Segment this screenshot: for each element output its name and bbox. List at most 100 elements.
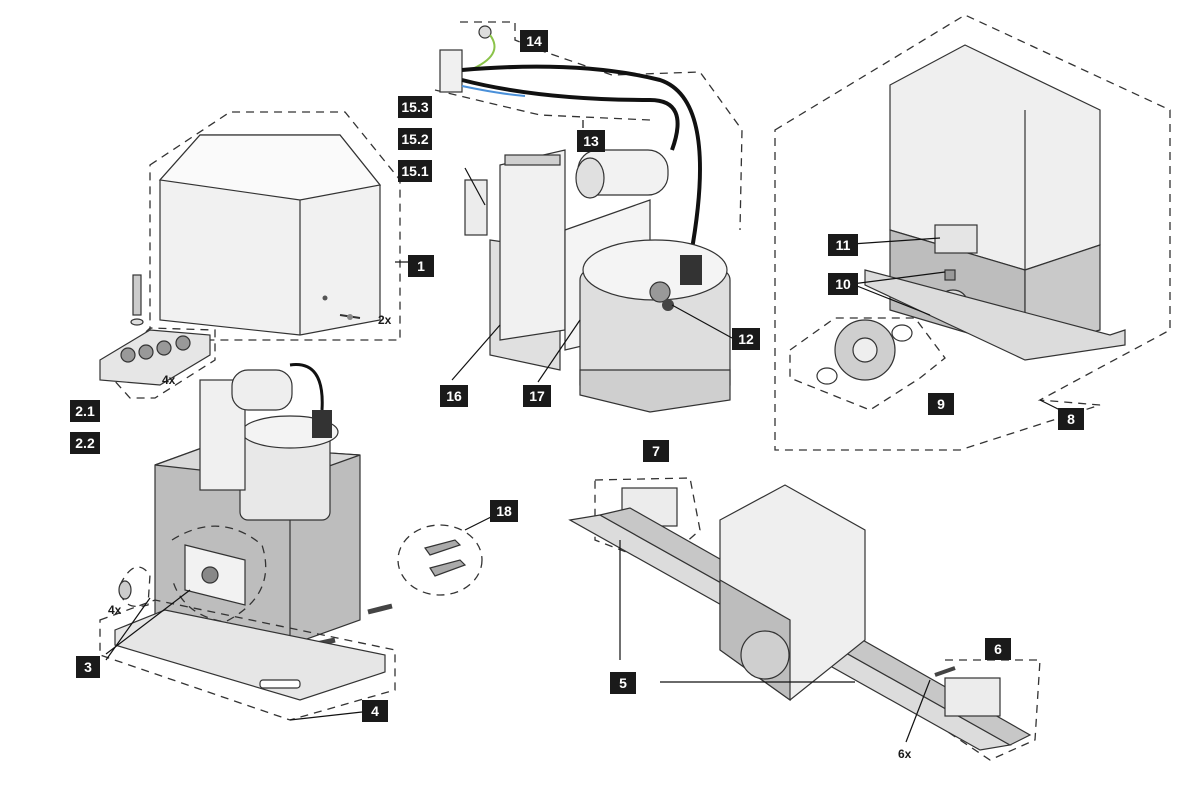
callout-label: 13 — [583, 133, 599, 149]
gland-dashed-boundary — [104, 327, 216, 399]
callout-label: 16 — [446, 388, 462, 404]
housing-group — [118, 363, 393, 648]
pinion-group — [789, 317, 946, 411]
callout-box — [523, 385, 551, 407]
callout-box — [732, 328, 760, 350]
callout-label: 12 — [738, 331, 754, 347]
callout-label: 4 — [371, 703, 379, 719]
pinion-gear-icon — [740, 630, 790, 680]
callout-c12: 12 — [732, 328, 760, 350]
gland-icon — [120, 347, 136, 363]
wiring-dashed-boundary-2 — [434, 89, 651, 121]
circlip-icon — [816, 367, 838, 385]
callout-c8: 8 — [1058, 408, 1084, 430]
gland-plate — [99, 329, 211, 386]
gland-screw-icon — [132, 274, 142, 316]
callout-label: 14 — [526, 33, 542, 49]
callout-c7: 7 — [643, 440, 669, 462]
callout-label: 15.1 — [401, 163, 428, 179]
washer-icon — [891, 324, 913, 342]
callout-c2-2: 2.2 — [70, 432, 100, 454]
release-dashed-boundary — [171, 525, 267, 623]
board-group — [464, 149, 731, 413]
callout-c17: 17 — [523, 385, 551, 407]
callout-box — [985, 638, 1011, 660]
callout-box — [408, 255, 434, 277]
callout-c16: 16 — [440, 385, 468, 407]
rack-assembly-group — [568, 477, 1041, 761]
callout-box — [398, 160, 432, 182]
quantity-label-cable-glands: 4x — [162, 373, 176, 387]
callout-label: 15.3 — [401, 99, 428, 115]
cable-plug — [680, 255, 702, 285]
callout-c9: 9 — [928, 393, 954, 415]
callout-box — [398, 128, 432, 150]
gland-icon — [175, 335, 191, 351]
callout-label: 18 — [496, 503, 512, 519]
quantity-label-rack-screws: 6x — [898, 747, 912, 761]
gland-icon — [156, 340, 172, 356]
cover-screw-hole — [322, 295, 328, 301]
callout-label: 11 — [836, 237, 851, 253]
leader-6x — [905, 679, 931, 743]
callout-label: 3 — [84, 659, 92, 675]
terminal-block — [439, 49, 463, 93]
leader-11 — [851, 237, 941, 245]
gland-icon — [138, 344, 154, 360]
callout-box — [828, 273, 858, 295]
wiring-dashed-boundary — [460, 21, 743, 231]
callout-label: 1 — [417, 258, 425, 274]
bolt-icon — [367, 603, 393, 615]
callout-c18: 18 — [490, 500, 518, 522]
base-dashed-boundary — [99, 599, 396, 721]
leader-12 — [671, 304, 733, 339]
key-icon — [424, 539, 462, 556]
callout-c15-3: 15.3 — [398, 96, 432, 118]
callout-label: 7 — [652, 443, 660, 459]
quantity-label-cover-screws: 2x — [378, 313, 392, 327]
motor-flange — [579, 369, 731, 413]
callout-box — [362, 700, 388, 722]
callout-c1: 1 — [408, 255, 434, 277]
leader-4 — [289, 711, 363, 721]
rack-screw-icon — [934, 666, 956, 677]
leader-10b — [851, 283, 931, 316]
release-pin-icon — [944, 269, 956, 281]
callout-c10: 10 — [828, 273, 858, 295]
ground-wire — [469, 34, 496, 71]
callout-label: 8 — [1067, 411, 1075, 427]
callout-label: 5 — [619, 675, 627, 691]
leader-15-1 — [464, 167, 486, 206]
leader-17 — [537, 319, 581, 383]
callout-c4: 4 — [362, 700, 388, 722]
callout-box — [76, 656, 100, 678]
control-board — [499, 149, 566, 341]
callout-c2-1: 2.1 — [70, 400, 100, 422]
bolt-icon — [118, 580, 132, 600]
callout-c3: 3 — [76, 656, 100, 678]
callout-box — [70, 400, 100, 422]
callout-c15-1: 15.1 — [398, 160, 432, 182]
callout-box — [70, 432, 100, 454]
motor-unit-base — [864, 269, 1126, 361]
capacitor-cable — [461, 78, 680, 151]
callout-box — [520, 30, 548, 52]
motor-cover-top — [158, 134, 382, 201]
leader-3 — [105, 589, 191, 655]
callout-box — [440, 385, 468, 407]
callout-box — [828, 234, 858, 256]
motor-unit-group — [774, 14, 1171, 451]
pinion-hub — [852, 337, 878, 363]
callout-box — [398, 96, 432, 118]
motor-unit-cover — [889, 44, 1101, 271]
callout-box — [577, 130, 605, 152]
base-plate-group — [99, 599, 396, 721]
limit-bracket — [944, 677, 1001, 717]
cable-plug — [312, 410, 332, 438]
callout-label: 9 — [937, 396, 945, 412]
leader-16 — [451, 324, 501, 381]
motor-shaft-icon — [649, 281, 671, 303]
